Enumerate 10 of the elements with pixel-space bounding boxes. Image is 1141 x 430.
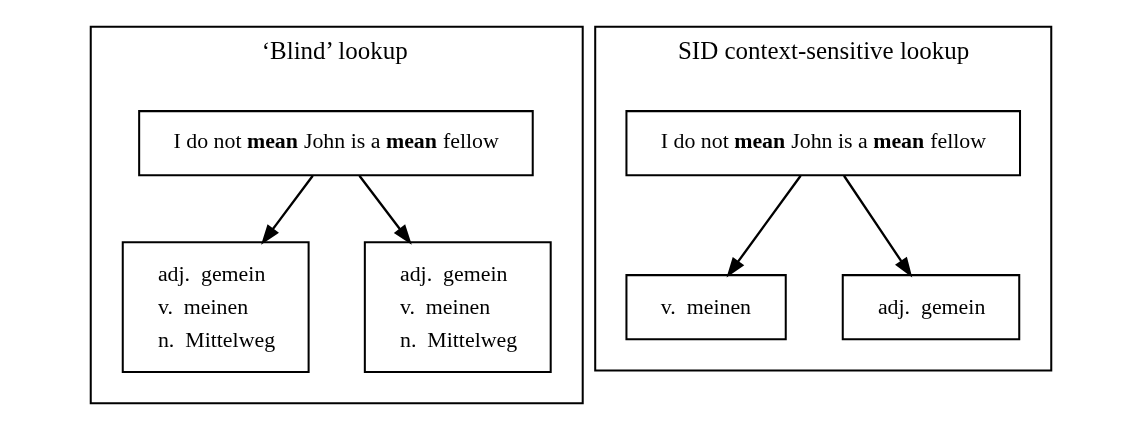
node-box: I do not mean John is a mean fellow [624,110,1021,177]
arrow [726,175,802,278]
node-box: v. meinen [624,274,787,341]
node-box: adj. gemein v. meinen n. Mittelweg [121,241,310,373]
node-box: adj. gemein [841,274,1020,341]
arrow [260,175,314,245]
node-box: adj. gemein v. meinen n. Mittelweg [363,241,552,373]
arrow [358,175,412,245]
node-box: I do not mean John is a mean fellow [137,110,534,177]
arrow [842,175,912,278]
